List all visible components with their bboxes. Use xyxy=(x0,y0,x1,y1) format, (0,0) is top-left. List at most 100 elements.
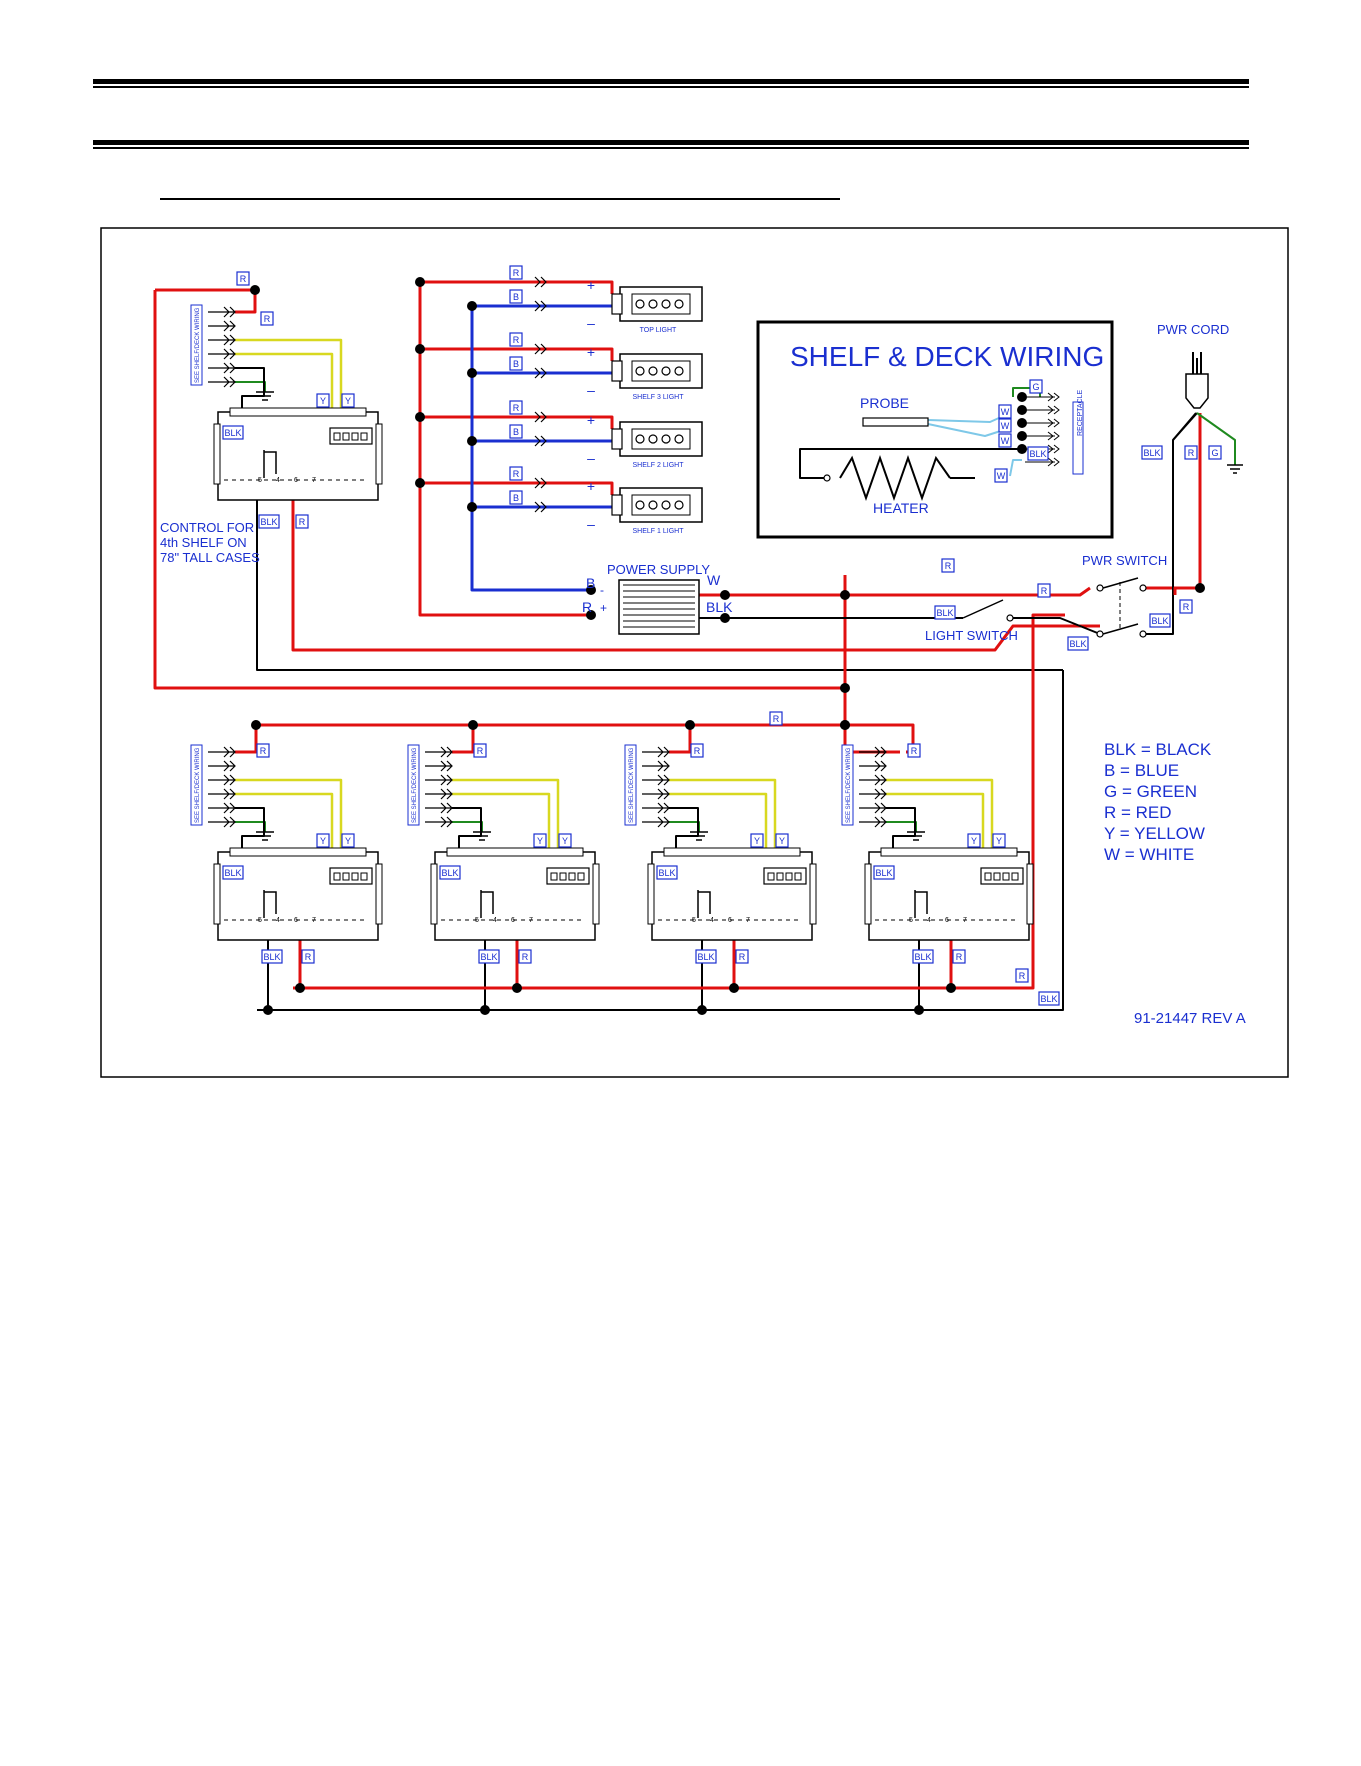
yellow-wire xyxy=(886,778,994,868)
light-end xyxy=(611,360,623,382)
yellow-wire xyxy=(452,778,560,868)
second-rule xyxy=(93,140,1249,145)
see-wiring-box xyxy=(190,744,203,826)
terminal xyxy=(342,872,350,881)
switch-contact xyxy=(1139,584,1147,592)
green-wire xyxy=(235,821,266,832)
r-tag-box xyxy=(260,311,274,326)
connector-pin xyxy=(859,788,887,800)
red-wire xyxy=(466,725,475,754)
yellow-wire xyxy=(669,778,777,868)
junction-dot xyxy=(697,1005,707,1015)
connector-pin xyxy=(642,746,670,758)
r-tag: R xyxy=(240,274,247,284)
terminal-number: 6 xyxy=(511,917,515,924)
header-rules xyxy=(93,79,1249,200)
terminal-number: 7 xyxy=(529,917,533,924)
terminal-number: 5 xyxy=(258,477,262,484)
r-tag: R xyxy=(956,952,963,962)
blk-tag-box xyxy=(912,949,934,964)
connector-pin xyxy=(208,334,236,346)
junction-dot xyxy=(685,720,695,730)
light-fixture xyxy=(619,353,703,389)
r-tag: R xyxy=(911,746,918,756)
r-tag-box xyxy=(295,514,309,529)
r-tag: R xyxy=(264,314,271,324)
blk-tag-box xyxy=(261,949,283,964)
light-blue-wire xyxy=(927,423,1011,437)
b-tag: B xyxy=(513,493,519,503)
junction-dot xyxy=(1017,392,1027,402)
lamp-pin xyxy=(674,434,684,444)
r-tag-box xyxy=(301,949,315,964)
r-tag-box xyxy=(769,711,783,726)
y-tag: Y xyxy=(320,836,326,846)
lamp-pin xyxy=(648,500,658,510)
terminal-number: 7 xyxy=(312,477,316,484)
see-wiring-label: SEE SHELF/DECK WIRING xyxy=(629,747,635,823)
receptacle-pin xyxy=(1025,405,1060,415)
blk-tag: BLK xyxy=(1040,994,1057,1004)
lamp-pin xyxy=(635,366,645,376)
g-tag-box xyxy=(1208,445,1222,460)
terminal xyxy=(1002,872,1010,881)
junction-dot xyxy=(1017,418,1027,428)
junction-dot xyxy=(467,436,477,446)
connector-pin xyxy=(859,802,887,814)
junction-dot xyxy=(250,285,260,295)
junction-dot xyxy=(840,720,850,730)
svg-text:4th SHELF ON: 4th SHELF ON xyxy=(160,535,247,550)
blk-tag: BLK xyxy=(1069,639,1086,649)
connector-pin xyxy=(425,788,453,800)
control-body xyxy=(434,851,596,941)
y-tag-box xyxy=(992,833,1006,848)
connector-pin xyxy=(642,788,670,800)
control-body xyxy=(651,851,813,941)
blk-tag-box xyxy=(222,425,244,440)
ps-blk-label: BLK xyxy=(706,599,733,615)
r-tag: R xyxy=(299,517,306,527)
junction-dot xyxy=(251,720,261,730)
lamp-pin xyxy=(648,299,658,309)
terminal xyxy=(568,872,576,881)
r-tag: R xyxy=(513,335,520,345)
blk-tag: BLK xyxy=(697,952,714,962)
yellow-wire xyxy=(669,792,768,868)
b-tag: B xyxy=(513,359,519,369)
blk-tag: BLK xyxy=(1143,448,1160,458)
power-supply-label: POWER SUPPLY xyxy=(607,562,710,577)
plus-sign: + xyxy=(587,277,595,293)
plug-body xyxy=(1185,373,1209,409)
r-tag: R xyxy=(1019,971,1026,981)
terminal-number: 4 xyxy=(493,917,497,924)
y-tag: Y xyxy=(320,396,326,406)
junction-dot xyxy=(1017,431,1027,441)
g-tag-box xyxy=(1029,379,1043,394)
relay-contact xyxy=(480,890,494,918)
terminal xyxy=(333,432,341,441)
connector-pin xyxy=(534,411,547,423)
y-tag: Y xyxy=(971,836,977,846)
control-lip xyxy=(880,847,1018,857)
connector-pin xyxy=(642,760,670,772)
y-tag-box xyxy=(967,833,981,848)
yellow-wire xyxy=(235,338,343,428)
ps-r-label: R xyxy=(582,599,592,615)
ground-symbol xyxy=(907,831,925,841)
r-tag: R xyxy=(1041,586,1048,596)
plus-sign: + xyxy=(587,412,595,428)
connector-pin xyxy=(425,774,453,786)
power-supply xyxy=(618,579,700,635)
junction-dot xyxy=(720,613,730,623)
y-tag: Y xyxy=(996,836,1002,846)
light-label: SHELF 1 LIGHT xyxy=(633,528,685,535)
light-label: SHELF 3 LIGHT xyxy=(633,394,685,401)
ps-w-label: W xyxy=(707,572,721,588)
connector-pin xyxy=(425,760,453,772)
connector-pin xyxy=(534,435,547,447)
pwr-switch-lever xyxy=(1102,623,1139,635)
light-end xyxy=(611,494,623,516)
legend-item: R = RED xyxy=(1104,803,1172,822)
switch-contact xyxy=(1096,584,1104,592)
control-lip xyxy=(446,847,584,857)
